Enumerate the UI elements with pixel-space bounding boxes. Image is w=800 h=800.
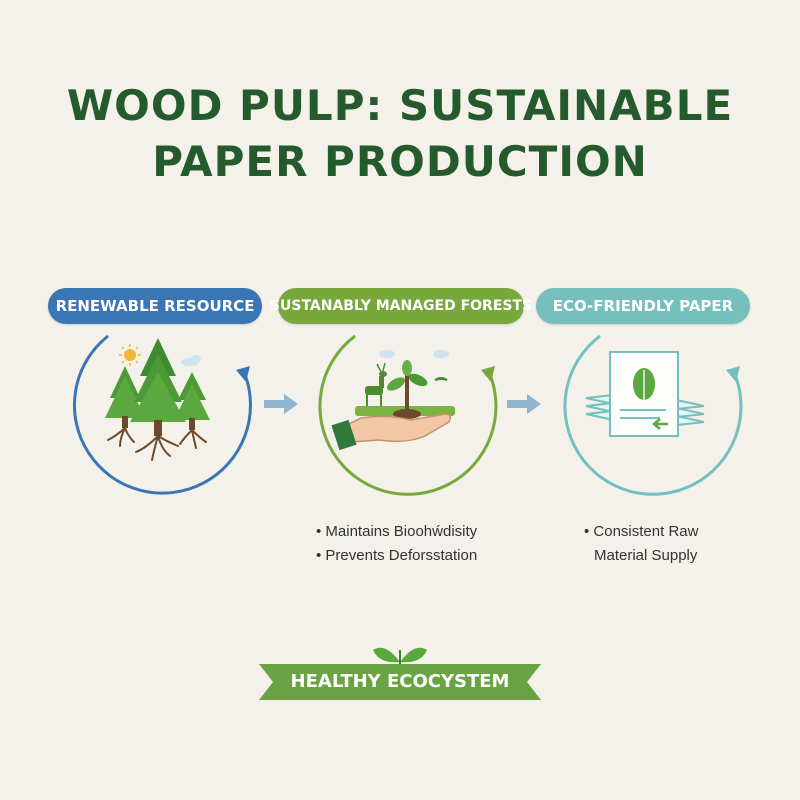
cycle-ring: [72, 334, 252, 495]
renewable-resource-stage: [72, 334, 252, 495]
flow-arrow-2: [507, 394, 541, 414]
tree-roots: [107, 427, 207, 461]
ribbon: [259, 664, 541, 700]
cycle-arrowhead: [726, 366, 740, 382]
title-line-2: PAPER PRODUCTION: [152, 137, 648, 186]
managed-forests-stage: [318, 334, 498, 496]
pine-trees-icon: [105, 338, 210, 461]
hand-icon: [344, 413, 452, 443]
benefit-item: • Consistent Raw: [584, 523, 699, 540]
title-line-1: WOOD PULP: SUSTAINABLE: [66, 81, 734, 130]
sun-icon: [119, 344, 141, 366]
benefit-item-continuation: Material Supply: [594, 547, 698, 564]
stage-label-eco-friendly-paper: ECO-FRIENDLY PAPER: [536, 288, 750, 324]
deer-icon: [365, 362, 387, 406]
bird-icon: [434, 377, 448, 381]
seedling-icon: [386, 360, 428, 419]
banner-label: HEALTHY ECOCYSTEM: [290, 670, 510, 692]
sleeve: [331, 419, 357, 451]
forest-benefits-list: • Maintains Bioohẃdisity • Prevents Defo…: [316, 520, 477, 568]
hand-holding-seedling-icon: [331, 350, 455, 451]
benefit-item: • Maintains Bioohẃdisity: [316, 523, 478, 540]
cycle-ring: [318, 334, 498, 496]
flow-arrow-1: [264, 394, 298, 414]
leaf-icon: [633, 368, 655, 400]
eco-friendly-paper-stage: [563, 334, 743, 496]
cloud-icon: [181, 355, 201, 366]
benefit-item: • Prevents Deforsstation: [316, 547, 478, 564]
healthy-ecosystem-banner: [259, 647, 541, 700]
paper-benefits-list: • Consistent Raw Material Supply: [584, 520, 698, 568]
page-title: WOOD PULP: SUSTAINABLE PAPER PRODUCTION: [0, 78, 800, 190]
stage-label-renewable-resource: RENEWABLE RESOURCE: [48, 288, 262, 324]
cycle-arrowhead: [236, 366, 250, 382]
paper-stack-leaf-icon: [585, 351, 705, 437]
recycle-arrow-icon: [652, 418, 668, 430]
cloud-icon: [379, 350, 449, 358]
leaf-sprout-icon: [373, 647, 427, 664]
stage-label-managed-forests: SUSTANABLY MANAGED FORESTS: [270, 288, 532, 324]
cycle-ring: [563, 334, 743, 496]
cycle-arrowhead: [481, 366, 495, 382]
